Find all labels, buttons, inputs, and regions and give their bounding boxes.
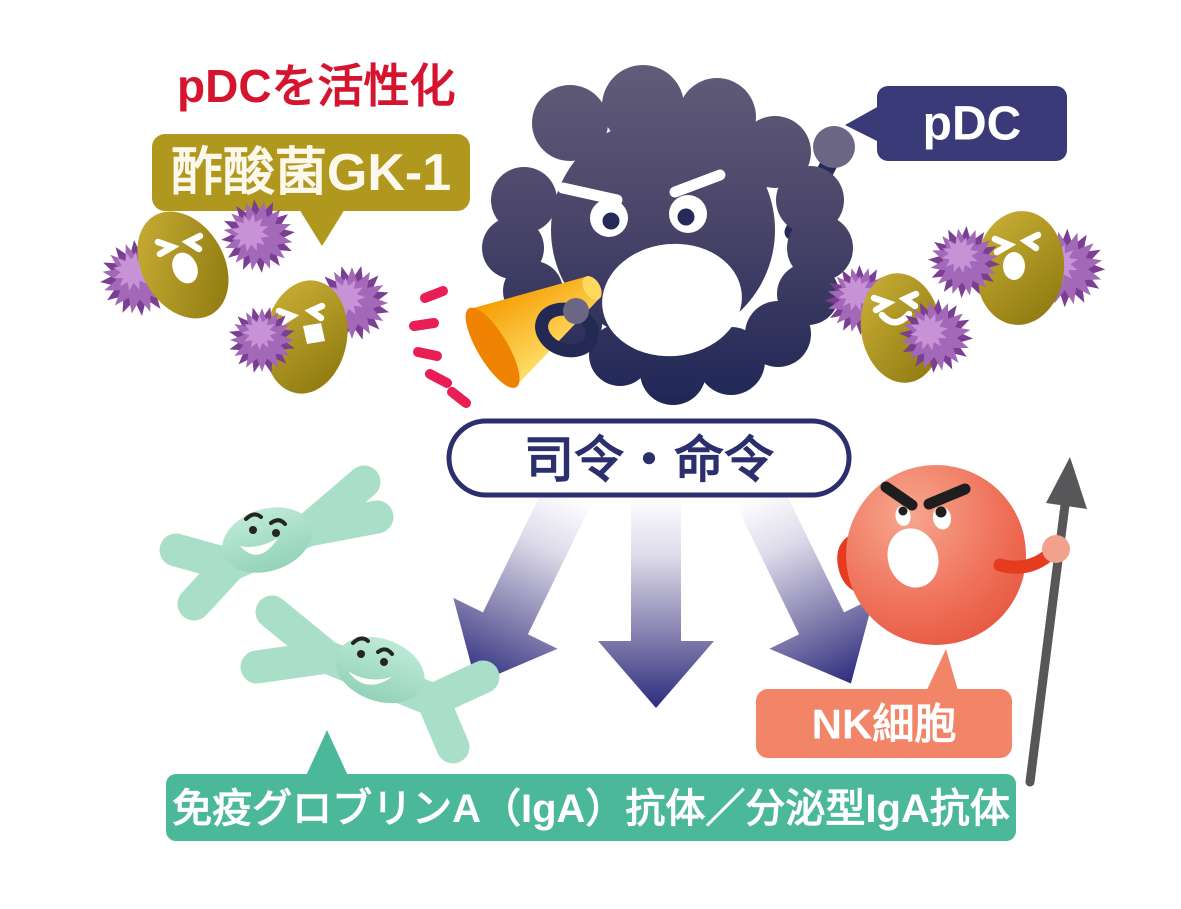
spear-icon bbox=[1025, 457, 1087, 787]
bacteria-face bbox=[991, 231, 1042, 256]
antibody-face-2 bbox=[335, 636, 425, 704]
pdc-label: pDC bbox=[845, 86, 1067, 161]
nk-right-hand bbox=[1042, 535, 1070, 563]
pdc-thumb bbox=[563, 298, 589, 324]
iga-banner-text: 免疫グロブリンA（IgA）抗体／分泌型IgA抗体 bbox=[172, 786, 1010, 831]
command-bubble: 司令・命令 bbox=[446, 418, 852, 498]
nk-label: NK細胞 bbox=[756, 649, 1012, 758]
iga-banner: 免疫グロブリンA（IgA）抗体／分泌型IgA抗体 bbox=[166, 730, 1016, 841]
pdc-cloud-character bbox=[409, 65, 855, 408]
pdc-right-eyebrow bbox=[669, 169, 726, 198]
nk-label-text: NK細胞 bbox=[812, 701, 957, 748]
iga-banner-box bbox=[166, 774, 1016, 841]
gk1-label-tail bbox=[299, 209, 345, 246]
activation-title: pDCを活性化 bbox=[177, 60, 456, 112]
gk1-label-box bbox=[152, 134, 470, 211]
nk-label-tail bbox=[925, 649, 959, 694]
pdc-fist bbox=[813, 126, 855, 168]
bacteria-face bbox=[275, 302, 326, 327]
bacteria-cheerleader-3 bbox=[808, 248, 988, 388]
sound-lines-icon bbox=[409, 286, 471, 408]
pdc-label-tail bbox=[845, 106, 879, 142]
bacteria-cheerleader-1 bbox=[84, 178, 315, 335]
pdc-mouth bbox=[602, 243, 742, 357]
gk1-label-text: 酢酸菌GK-1 bbox=[171, 144, 451, 202]
command-bubble-text: 司令・命令 bbox=[524, 432, 775, 488]
bacteria-face bbox=[154, 232, 204, 258]
antibody-smile bbox=[240, 538, 278, 555]
bacteria-cheerleader-2 bbox=[206, 257, 398, 401]
gk1-label: 酢酸菌GK-1 bbox=[152, 134, 470, 246]
pdc-label-text: pDC bbox=[923, 98, 1022, 151]
nk-cell-character bbox=[837, 457, 1087, 787]
pdc-left-eyebrow bbox=[557, 182, 623, 206]
bacteria-mouth bbox=[1003, 252, 1025, 280]
nk-face bbox=[880, 481, 971, 588]
antibody-smile bbox=[348, 671, 392, 685]
bacteria-cheerleader-4 bbox=[908, 206, 1122, 325]
antibody-face-1 bbox=[222, 507, 312, 573]
bacteria-mouth bbox=[172, 252, 198, 284]
nk-mouth bbox=[887, 528, 939, 588]
nk-label-box bbox=[756, 689, 1012, 758]
command-bubble-box bbox=[446, 418, 852, 498]
pdc-face bbox=[557, 169, 742, 357]
pdc-label-box bbox=[877, 86, 1067, 161]
bacteria-mouth bbox=[303, 323, 325, 344]
iga-banner-tail bbox=[305, 730, 349, 778]
command-arrow-center bbox=[598, 496, 714, 708]
